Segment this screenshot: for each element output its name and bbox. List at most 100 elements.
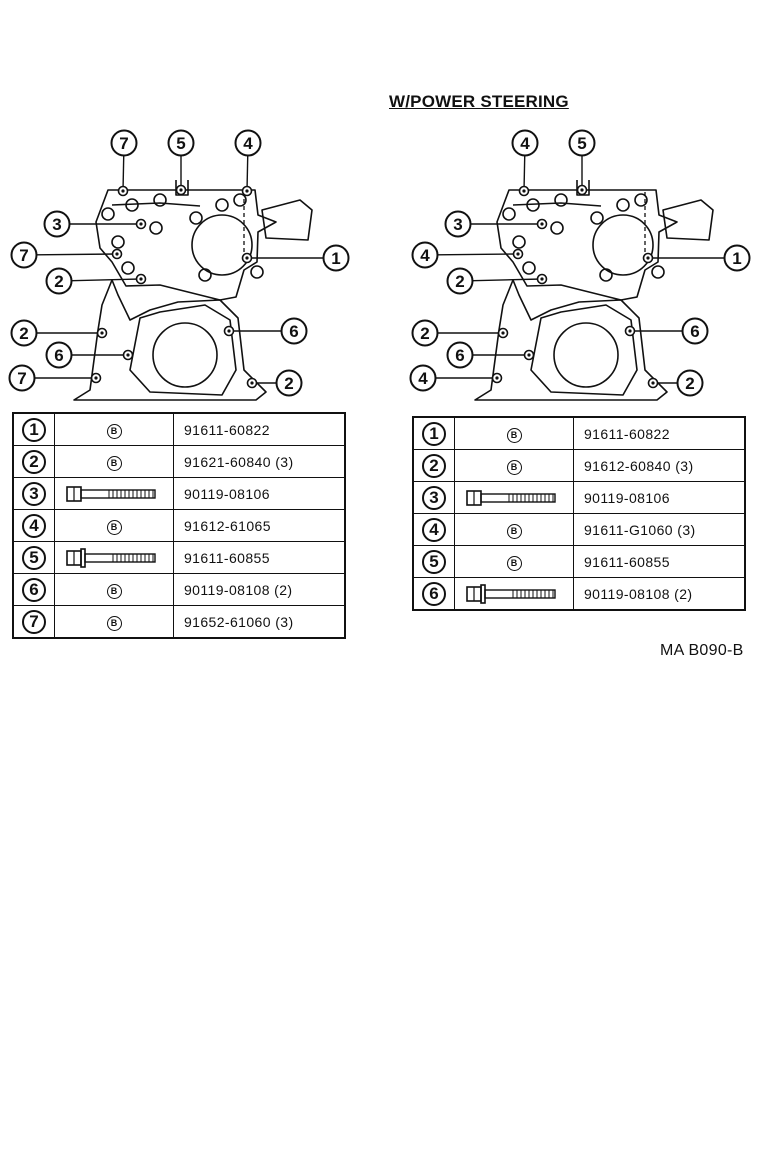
rib-line xyxy=(512,202,602,207)
item-number: 4 xyxy=(422,517,446,542)
callout: 2 xyxy=(10,319,108,347)
bolt-b-icon: B xyxy=(506,523,522,539)
part-number: 91611-60855 xyxy=(173,541,346,574)
cover-boss xyxy=(111,235,125,249)
callout-number: 4 xyxy=(420,246,430,265)
callout: 5 xyxy=(568,129,596,196)
bolt-type-cell: B xyxy=(54,605,174,639)
bolt-b-icon: B xyxy=(506,459,522,475)
bolt-b-icon: B xyxy=(106,583,122,599)
crank-boss xyxy=(129,304,237,396)
pump-housing xyxy=(191,214,253,276)
callout-number: 5 xyxy=(176,134,185,153)
callout-number: 2 xyxy=(19,324,28,343)
cover-boss xyxy=(198,268,212,282)
upper-cover-outline xyxy=(496,189,678,301)
bolt-type-cell xyxy=(54,477,174,510)
callout: 7 xyxy=(8,364,102,392)
parts-row: 6 90119-08108 (2) xyxy=(412,577,746,611)
cover-boss xyxy=(149,221,163,235)
item-number-cell: 4 xyxy=(412,513,455,546)
crank-seal-bore xyxy=(553,322,619,388)
cover-boss xyxy=(121,261,135,275)
callout-number: 7 xyxy=(17,369,26,388)
item-number-cell: 2 xyxy=(412,449,455,482)
parts-row: 1 B 91611-60822 xyxy=(12,412,346,446)
callout-number: 5 xyxy=(577,134,586,153)
bolt-type-cell: B xyxy=(454,513,574,546)
cover-boss xyxy=(189,211,203,225)
item-number-cell: 5 xyxy=(412,545,455,578)
callout-circle xyxy=(280,317,308,345)
leader-line xyxy=(71,278,142,282)
item-number: 6 xyxy=(22,577,46,602)
parts-row: 5 91611-60855 xyxy=(12,541,346,574)
bolt-type-cell xyxy=(454,577,574,611)
callout-circle xyxy=(681,317,709,345)
callout-number: 2 xyxy=(284,374,293,393)
callout-circle xyxy=(411,319,439,347)
bolt-type-cell: B xyxy=(54,412,174,446)
callout-number: 2 xyxy=(685,374,694,393)
leader-line xyxy=(472,278,543,282)
callout-number: 1 xyxy=(732,249,741,268)
bolt-type-cell: B xyxy=(54,509,174,542)
cover-boss xyxy=(502,207,516,221)
callout-circle xyxy=(411,241,439,269)
callout-number: 3 xyxy=(52,215,61,234)
crank-seal-bore xyxy=(152,322,218,388)
item-number-cell: 1 xyxy=(12,412,55,446)
item-number-cell: 3 xyxy=(412,481,455,514)
bolt-b-icon: B xyxy=(106,519,122,535)
bolt-hole-dot xyxy=(540,277,544,281)
callout: 4 xyxy=(234,129,262,197)
callout-circle xyxy=(167,129,195,157)
bolt-type-cell: B xyxy=(54,573,174,606)
bolt-hole-dot xyxy=(245,256,249,260)
cover-boss xyxy=(101,207,115,221)
callout-number: 4 xyxy=(520,134,530,153)
callout: 4 xyxy=(411,241,524,269)
bolt-hole-dot xyxy=(522,189,526,193)
callout: 6 xyxy=(624,317,709,345)
leader-line xyxy=(122,155,125,192)
callout: 6 xyxy=(45,341,134,369)
callout-circle xyxy=(723,244,751,272)
leader-line xyxy=(523,155,526,192)
callout: 2 xyxy=(647,369,704,397)
callout: 2 xyxy=(45,267,147,295)
water-outlet-neck xyxy=(662,199,714,241)
callout-circle xyxy=(234,129,262,157)
bolt-hole-dot xyxy=(139,277,143,281)
item-number-cell: 6 xyxy=(412,577,455,611)
part-number: 91652-61060 (3) xyxy=(173,605,346,639)
callout: 1 xyxy=(241,244,350,272)
item-number-cell: 6 xyxy=(12,573,55,606)
callout-circle xyxy=(568,129,596,157)
part-number: 91611-60822 xyxy=(173,412,346,446)
callout-number: 2 xyxy=(420,324,429,343)
part-number: 91611-G1060 (3) xyxy=(573,513,746,546)
water-outlet-neck xyxy=(261,199,313,241)
item-number-cell: 7 xyxy=(12,605,55,639)
callout-circle xyxy=(45,267,73,295)
cover-boss xyxy=(250,265,264,279)
item-number: 5 xyxy=(22,545,46,570)
cover-boss xyxy=(554,193,568,207)
rib-line xyxy=(111,202,201,207)
callout: 2 xyxy=(411,319,509,347)
bolt-hole-dot xyxy=(94,376,98,380)
callout-number: 6 xyxy=(455,346,464,365)
part-number: 90119-08108 (2) xyxy=(573,577,746,611)
item-number-cell: 2 xyxy=(12,445,55,478)
cover-boss xyxy=(526,198,540,212)
callout: 3 xyxy=(444,210,548,238)
callout-circle xyxy=(511,129,539,157)
callout-number: 2 xyxy=(54,272,63,291)
bolt-b-icon: B xyxy=(106,423,122,439)
